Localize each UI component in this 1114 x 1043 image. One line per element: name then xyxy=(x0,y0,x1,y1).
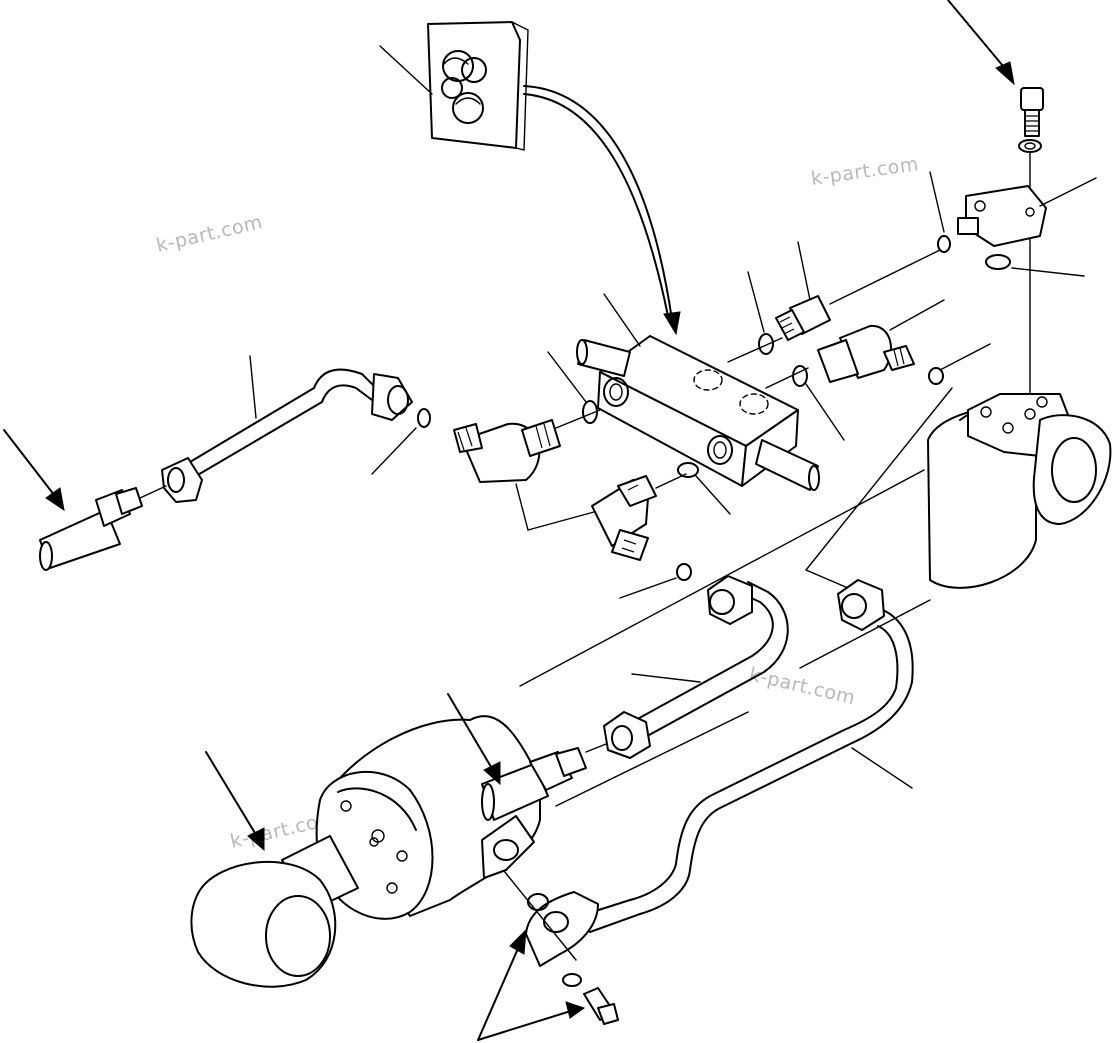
arrow-head xyxy=(483,761,501,786)
bolt xyxy=(1020,87,1044,137)
leader-line xyxy=(603,293,641,347)
leader-line xyxy=(249,355,257,419)
elbow-fitting xyxy=(453,419,561,483)
cylinder-port xyxy=(481,815,535,879)
o-ring xyxy=(985,254,1011,270)
cylinder-outline xyxy=(799,599,931,669)
leader-line xyxy=(939,343,991,371)
centerline xyxy=(555,409,601,429)
leader-arrow xyxy=(947,0,1009,73)
leader-arrow xyxy=(477,943,521,1041)
leader-line xyxy=(851,747,913,789)
leader-line xyxy=(1039,177,1097,207)
leader-line xyxy=(515,483,529,531)
arrow-head xyxy=(509,928,527,955)
leader-line xyxy=(929,171,945,233)
elbow-fitting xyxy=(591,475,657,561)
leader-line xyxy=(527,511,595,531)
o-ring xyxy=(417,408,431,428)
leader-line xyxy=(631,673,701,683)
leader-arrow xyxy=(205,751,259,839)
flange-elbow-top xyxy=(957,185,1047,247)
o-ring xyxy=(677,462,699,478)
leader-line xyxy=(695,475,731,515)
arrow-head xyxy=(45,487,65,512)
o-ring xyxy=(937,235,951,253)
arrow-head xyxy=(663,311,681,336)
hydraulic-tube-left xyxy=(161,368,413,503)
centerline xyxy=(829,249,941,305)
washer xyxy=(1018,139,1042,153)
straight-fitting xyxy=(775,295,831,341)
centerline xyxy=(499,865,577,961)
hydraulic-tube-center xyxy=(603,575,789,759)
leader-line xyxy=(805,383,845,441)
o-ring xyxy=(928,367,944,385)
leader-arrow xyxy=(3,429,59,501)
o-ring xyxy=(792,365,808,387)
watermark-text: k-part.com xyxy=(810,153,920,190)
straight-fitting xyxy=(755,439,820,491)
hydraulic-cylinder-upper xyxy=(927,393,1112,589)
arrow-head xyxy=(247,827,265,852)
seal-kit-icon xyxy=(427,21,529,151)
leader-line xyxy=(547,351,587,403)
watermark-text: k-part.com xyxy=(747,663,858,709)
washer xyxy=(562,973,582,987)
elbow-fitting xyxy=(817,324,915,383)
bolt xyxy=(583,987,619,1025)
o-ring xyxy=(758,333,774,355)
leader-line xyxy=(371,427,417,475)
leader-line xyxy=(797,241,811,301)
arrow-head xyxy=(565,1001,586,1019)
centerline xyxy=(139,485,167,499)
centerline xyxy=(765,367,809,389)
hydraulic-tube-long xyxy=(585,579,914,933)
leader-line xyxy=(379,45,433,95)
leader-arrow xyxy=(447,693,495,773)
leader-line xyxy=(805,387,953,571)
leader-line xyxy=(619,577,677,599)
leader-line xyxy=(889,299,945,331)
straight-fitting xyxy=(576,339,631,377)
seal-kit-arrow-line xyxy=(523,85,673,321)
leader-line xyxy=(1011,267,1085,277)
leader-arrow xyxy=(477,1009,575,1041)
o-ring xyxy=(527,893,549,911)
split-flange xyxy=(525,891,599,967)
leader-line xyxy=(555,711,749,807)
centerline xyxy=(585,743,607,753)
watermark-text: k-part.com xyxy=(154,211,265,257)
leader-line xyxy=(747,271,765,333)
o-ring xyxy=(582,400,598,424)
seal-kit-arrow-line xyxy=(523,93,669,317)
cylinder-outline xyxy=(519,469,925,687)
o-ring xyxy=(676,563,692,581)
centerline xyxy=(727,337,783,363)
centerline xyxy=(655,473,687,489)
arrow-head xyxy=(995,61,1015,86)
pipe-end-left xyxy=(39,487,143,571)
